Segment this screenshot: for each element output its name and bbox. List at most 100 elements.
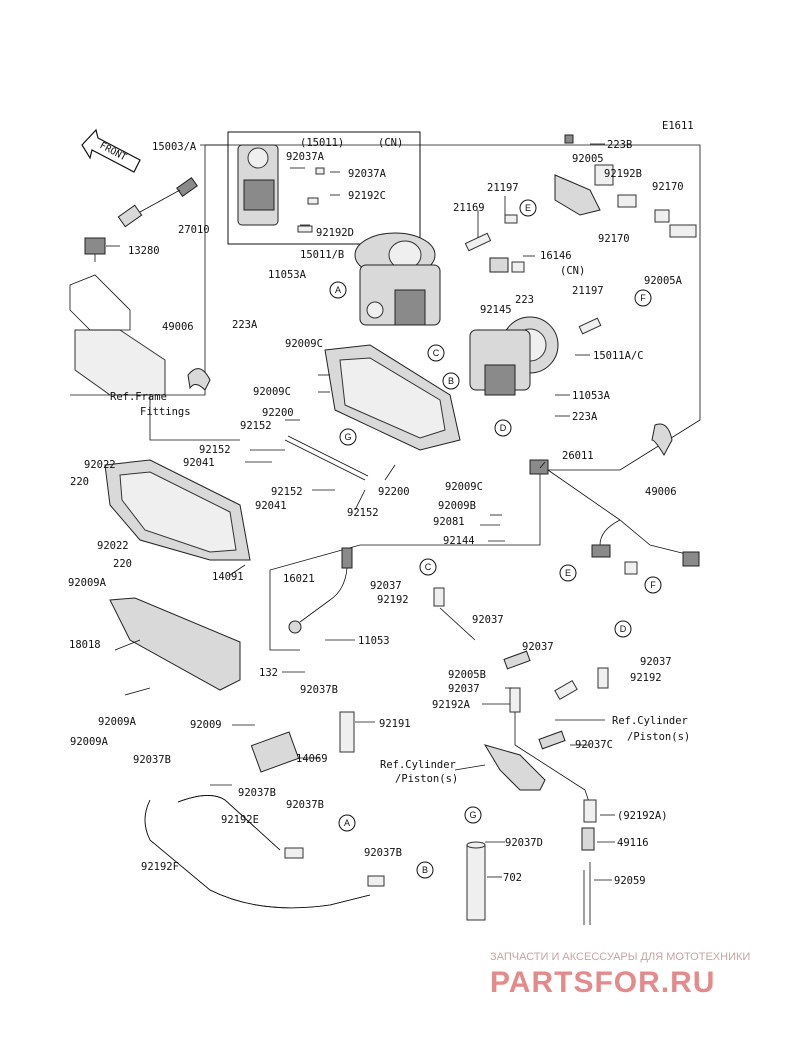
- callout-f-1: F: [634, 289, 652, 307]
- leader-lines: [70, 143, 615, 881]
- callout-c-2: C: [419, 558, 437, 576]
- label-92037-5: 92037: [640, 656, 672, 668]
- label-11053: 11053: [358, 635, 390, 647]
- part-labels: 15003/A (15011) (CN) 92037A 92037A 92192…: [68, 137, 690, 887]
- label-piston-1: /Piston(s): [627, 731, 690, 743]
- main-assembly-outline: [205, 144, 701, 651]
- callout-a-2: A: [338, 814, 356, 832]
- label-11053a-1: 11053A: [268, 269, 307, 281]
- label-92005a: 92005A: [644, 275, 683, 287]
- front-arrow-icon: FRONT: [81, 128, 141, 173]
- label-92152-4: 92152: [347, 507, 379, 519]
- svg-text:F: F: [640, 293, 646, 303]
- callout-g-2: G: [464, 806, 482, 824]
- callout-c-1: C: [427, 344, 445, 362]
- label-92200-2: 92200: [378, 486, 410, 498]
- label-223b: 223B: [607, 139, 632, 151]
- label-220-1: 220: [70, 476, 89, 488]
- label-15011a-c: 15011A/C: [593, 350, 644, 362]
- label-15011b: 15011/B: [300, 249, 344, 261]
- label-223a-2: 223A: [572, 411, 598, 423]
- label-92005b: 92005B: [448, 669, 486, 681]
- label-92022-1: 92022: [84, 459, 116, 471]
- label-ref-cylinder-2: Ref.Cylinder: [380, 759, 456, 771]
- inset-carburetor: [237, 144, 325, 233]
- svg-text:B: B: [448, 376, 454, 386]
- label-92005: 92005: [572, 153, 604, 165]
- label-92037a-1: 92037A: [286, 151, 325, 163]
- label-92037a-2: 92037A: [348, 168, 387, 180]
- svg-text:F: F: [650, 580, 656, 590]
- label-92152-3: 92152: [271, 486, 303, 498]
- label-92022-2: 92022: [97, 540, 129, 552]
- label-14091: 14091: [212, 571, 244, 583]
- label-92192b: 92192B: [604, 168, 642, 180]
- label-15011-paren: (15011): [300, 137, 344, 149]
- canister-14069: [144, 711, 385, 909]
- label-702: 702: [503, 872, 522, 884]
- label-92152-2: 92152: [199, 444, 231, 456]
- callout-b-1: B: [442, 372, 460, 390]
- label-92170-2: 92170: [598, 233, 630, 245]
- hose-set-center: [433, 587, 609, 925]
- watermark: ЗАПЧАСТИ И АКСЕССУАРЫ ДЛЯ МОТОТЕХНИКИ PA…: [490, 951, 750, 999]
- label-92037d: 92037D: [505, 837, 543, 849]
- hose-49006: [651, 423, 673, 457]
- label-92037b-3: 92037B: [238, 787, 276, 799]
- label-92170-1: 92170: [652, 181, 684, 193]
- callout-f-2: F: [644, 576, 662, 594]
- label-cn-1: (CN): [378, 137, 403, 149]
- label-ref-cylinder-1: Ref.Cylinder: [612, 715, 688, 727]
- inset-cn-box: [227, 131, 421, 245]
- label-26011: 26011: [562, 450, 594, 462]
- label-92037b-2: 92037B: [133, 754, 171, 766]
- label-92192-1: 92192: [377, 594, 409, 606]
- side-cover-14091: [104, 459, 251, 561]
- wiring-harness-26011: [529, 459, 700, 575]
- label-fittings: Fittings: [140, 406, 191, 418]
- label-92037-3: 92037: [522, 641, 554, 653]
- label-92037b-4: 92037B: [286, 799, 324, 811]
- label-21197-1: 21197: [487, 182, 519, 194]
- label-92009c-2: 92009C: [253, 386, 291, 398]
- callout-g-1: G: [339, 428, 357, 446]
- label-92144: 92144: [443, 535, 475, 547]
- label-27010: 27010: [178, 224, 210, 236]
- label-ref-frame: Ref.Frame: [110, 391, 167, 403]
- label-92037-1: 92037: [370, 580, 402, 592]
- tube-702: [466, 844, 486, 921]
- sensor-16021: [288, 547, 353, 634]
- label-92037b-5: 92037B: [364, 847, 402, 859]
- label-92191: 92191: [379, 718, 411, 730]
- svg-text:D: D: [620, 624, 627, 634]
- svg-text:C: C: [433, 348, 440, 358]
- callout-b-2: B: [416, 861, 434, 879]
- diagram-code: E1611: [662, 120, 694, 132]
- label-49116: 49116: [617, 837, 649, 849]
- svg-text:E: E: [565, 568, 571, 578]
- throttle-parts: [464, 134, 697, 335]
- label-92192e: 92192E: [221, 814, 259, 826]
- label-49006-1: 49006: [162, 321, 194, 333]
- frame-panel: [69, 274, 166, 396]
- label-16021: 16021: [283, 573, 315, 585]
- label-14069: 14069: [296, 753, 328, 765]
- svg-text:C: C: [425, 562, 432, 572]
- lower-cover-18018: [109, 597, 241, 691]
- label-92192c: 92192C: [348, 190, 386, 202]
- label-92192a: 92192A: [432, 699, 471, 711]
- label-cn-2: (CN): [560, 265, 585, 277]
- svg-text:A: A: [335, 285, 341, 295]
- label-11053a-2: 11053A: [572, 390, 611, 402]
- label-223a-1: 223A: [232, 319, 258, 331]
- callout-d-1: D: [494, 419, 512, 437]
- svg-text:A: A: [344, 818, 350, 828]
- hose-upper-left: [187, 368, 211, 391]
- label-15003a: 15003/A: [152, 141, 197, 153]
- svg-text:B: B: [422, 865, 428, 875]
- callout-d-2: D: [614, 620, 632, 638]
- label-223: 223: [515, 294, 534, 306]
- label-92009c-1: 92009C: [285, 338, 323, 350]
- label-21197-2: 21197: [572, 285, 604, 297]
